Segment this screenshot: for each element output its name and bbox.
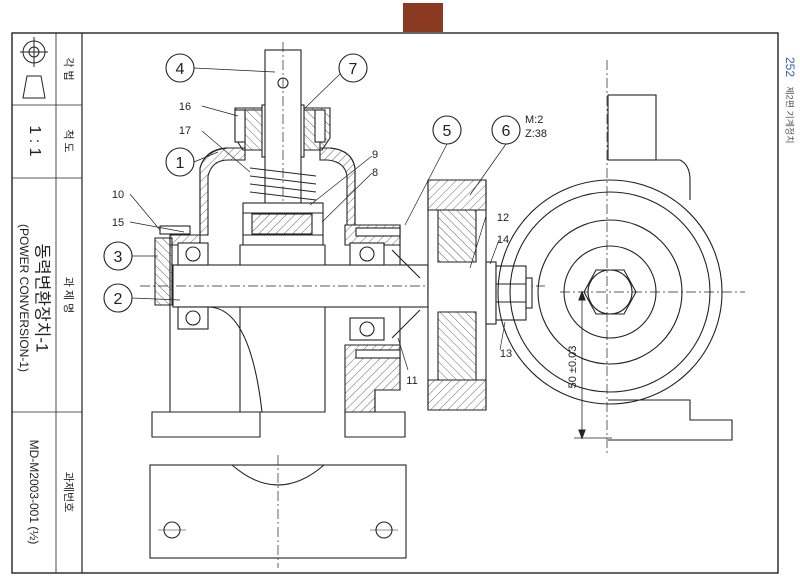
balloon-label-2: 2 [114, 291, 123, 308]
page-tab [403, 3, 443, 32]
callout-17: 17 [179, 125, 191, 137]
leader-lines [129, 67, 507, 371]
task-name-label: 과 제 명 [62, 276, 74, 314]
plan-view [149, 455, 407, 568]
task-name-ko: 동력변환장치-1 [32, 243, 52, 353]
angle-method-label: 각 법 [62, 57, 74, 81]
callout-13: 13 [500, 348, 512, 360]
callout-10: 10 [112, 189, 124, 201]
chapter-label: 제2편 기계정치 [784, 86, 795, 144]
page-number: 252 [783, 56, 797, 78]
side-view [497, 60, 745, 455]
callout-12: 12 [497, 212, 509, 224]
outer-frame [11, 32, 779, 574]
projection-symbol-icon [20, 37, 48, 99]
balloon-label-1: 1 [176, 155, 185, 172]
callout-14: 14 [497, 234, 509, 246]
task-number-value: MD-M2003-001 (½) [27, 439, 41, 545]
callout-16: 16 [179, 101, 191, 113]
gear-teeth: Z:38 [525, 128, 547, 140]
task-name-en: (POWER CONVERSION-1) [17, 223, 31, 373]
callout-8: 8 [372, 167, 378, 179]
callout-15: 15 [112, 217, 124, 229]
balloon-label-4: 4 [176, 61, 185, 78]
balloon-label-3: 3 [114, 249, 123, 266]
callout-11: 11 [406, 375, 417, 387]
scale-value: 1 : 1 [26, 125, 43, 157]
balloon-label-6: 6 [502, 123, 511, 140]
section-view [140, 42, 545, 438]
task-number-label: 과제번호 [62, 471, 74, 513]
balloon-7 [338, 53, 368, 83]
scale-label: 척 도 [62, 129, 74, 153]
dimension-text: 50 ±0.03 [567, 345, 579, 389]
gear-module: M:2 [525, 114, 543, 126]
balloon-label-5: 5 [443, 123, 452, 140]
balloon-label-7: 7 [349, 61, 358, 78]
callout-9: 9 [372, 149, 378, 161]
